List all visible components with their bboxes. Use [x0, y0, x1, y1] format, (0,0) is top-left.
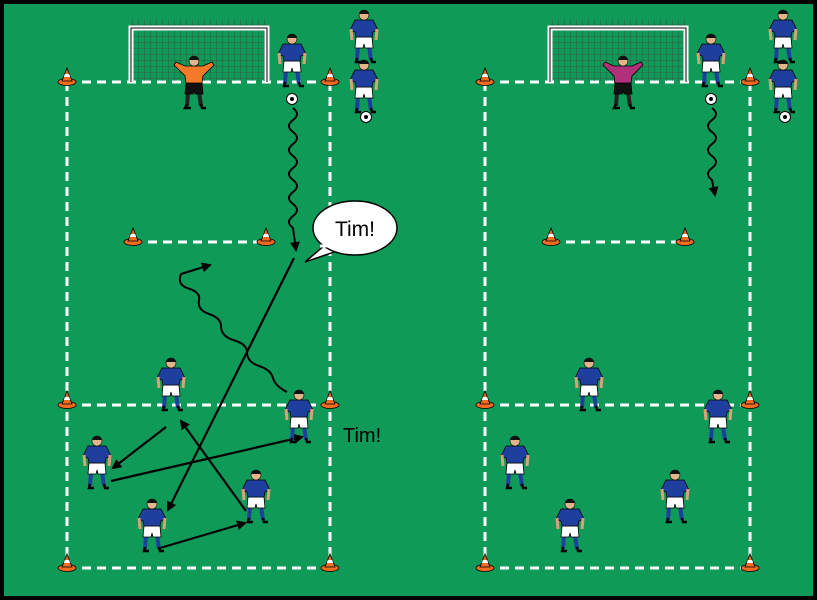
dribble-arrow	[707, 107, 719, 197]
pass-arrow	[110, 433, 304, 483]
long-pass-arrow	[167, 257, 295, 512]
right-field	[475, 8, 799, 572]
pass-arrow	[111, 426, 167, 470]
pass-arrow	[159, 520, 247, 550]
soccer-ball-icon	[286, 93, 298, 105]
soccer-ball-icon	[360, 111, 372, 123]
left-field: Tim! Tim!	[57, 8, 398, 572]
speech-bubble-text: Tim!	[335, 218, 375, 241]
run-arrow	[178, 262, 288, 393]
shout-text: Tim!	[343, 425, 381, 447]
left-field-lines	[65, 80, 332, 570]
dribble-arrow	[288, 107, 300, 252]
pass-arrows	[110, 257, 304, 550]
speech-bubble: Tim!	[304, 200, 398, 263]
soccer-ball-icon	[779, 111, 791, 123]
right-field-lines	[483, 80, 752, 570]
soccer-ball-icon	[705, 93, 717, 105]
pitch-surface	[4, 4, 813, 596]
pass-arrow	[179, 419, 247, 512]
